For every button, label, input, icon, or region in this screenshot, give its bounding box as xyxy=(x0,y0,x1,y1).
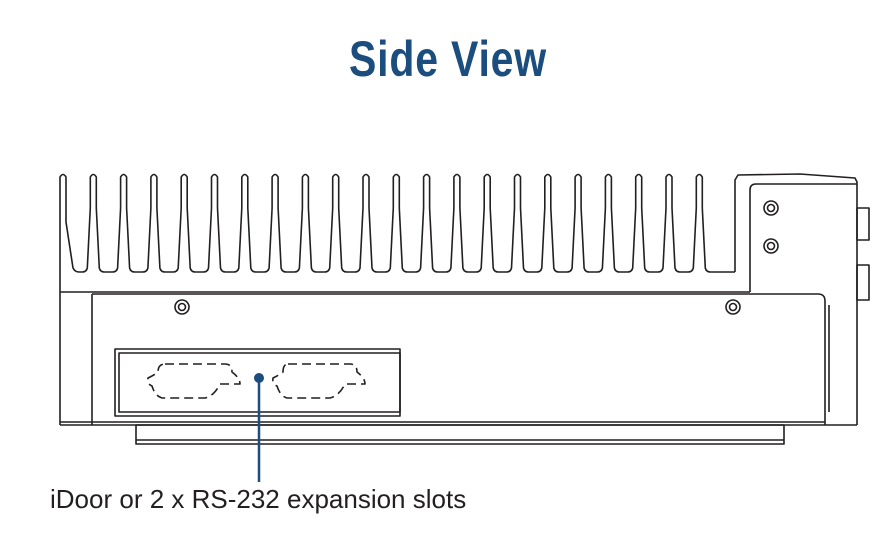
screws xyxy=(174,200,779,315)
bottom-plate xyxy=(135,424,785,445)
right-block-inner xyxy=(749,183,857,292)
callout-label: iDoor or 2 x RS-232 expansion slots xyxy=(50,484,467,514)
page-title: Side View xyxy=(348,31,548,87)
db9-port-left xyxy=(147,363,241,399)
screw-icon xyxy=(725,299,741,315)
right-block xyxy=(734,173,858,425)
right-connector-top xyxy=(856,207,870,241)
db9-port-outlines xyxy=(147,363,366,399)
screw-icon xyxy=(763,200,779,216)
screw-icon xyxy=(763,238,779,254)
screw-icon xyxy=(174,299,190,315)
chassis-lid xyxy=(92,293,826,425)
right-connector-bottom xyxy=(856,264,870,301)
db9-port-right xyxy=(272,363,366,399)
heatsink-fins xyxy=(59,173,735,292)
